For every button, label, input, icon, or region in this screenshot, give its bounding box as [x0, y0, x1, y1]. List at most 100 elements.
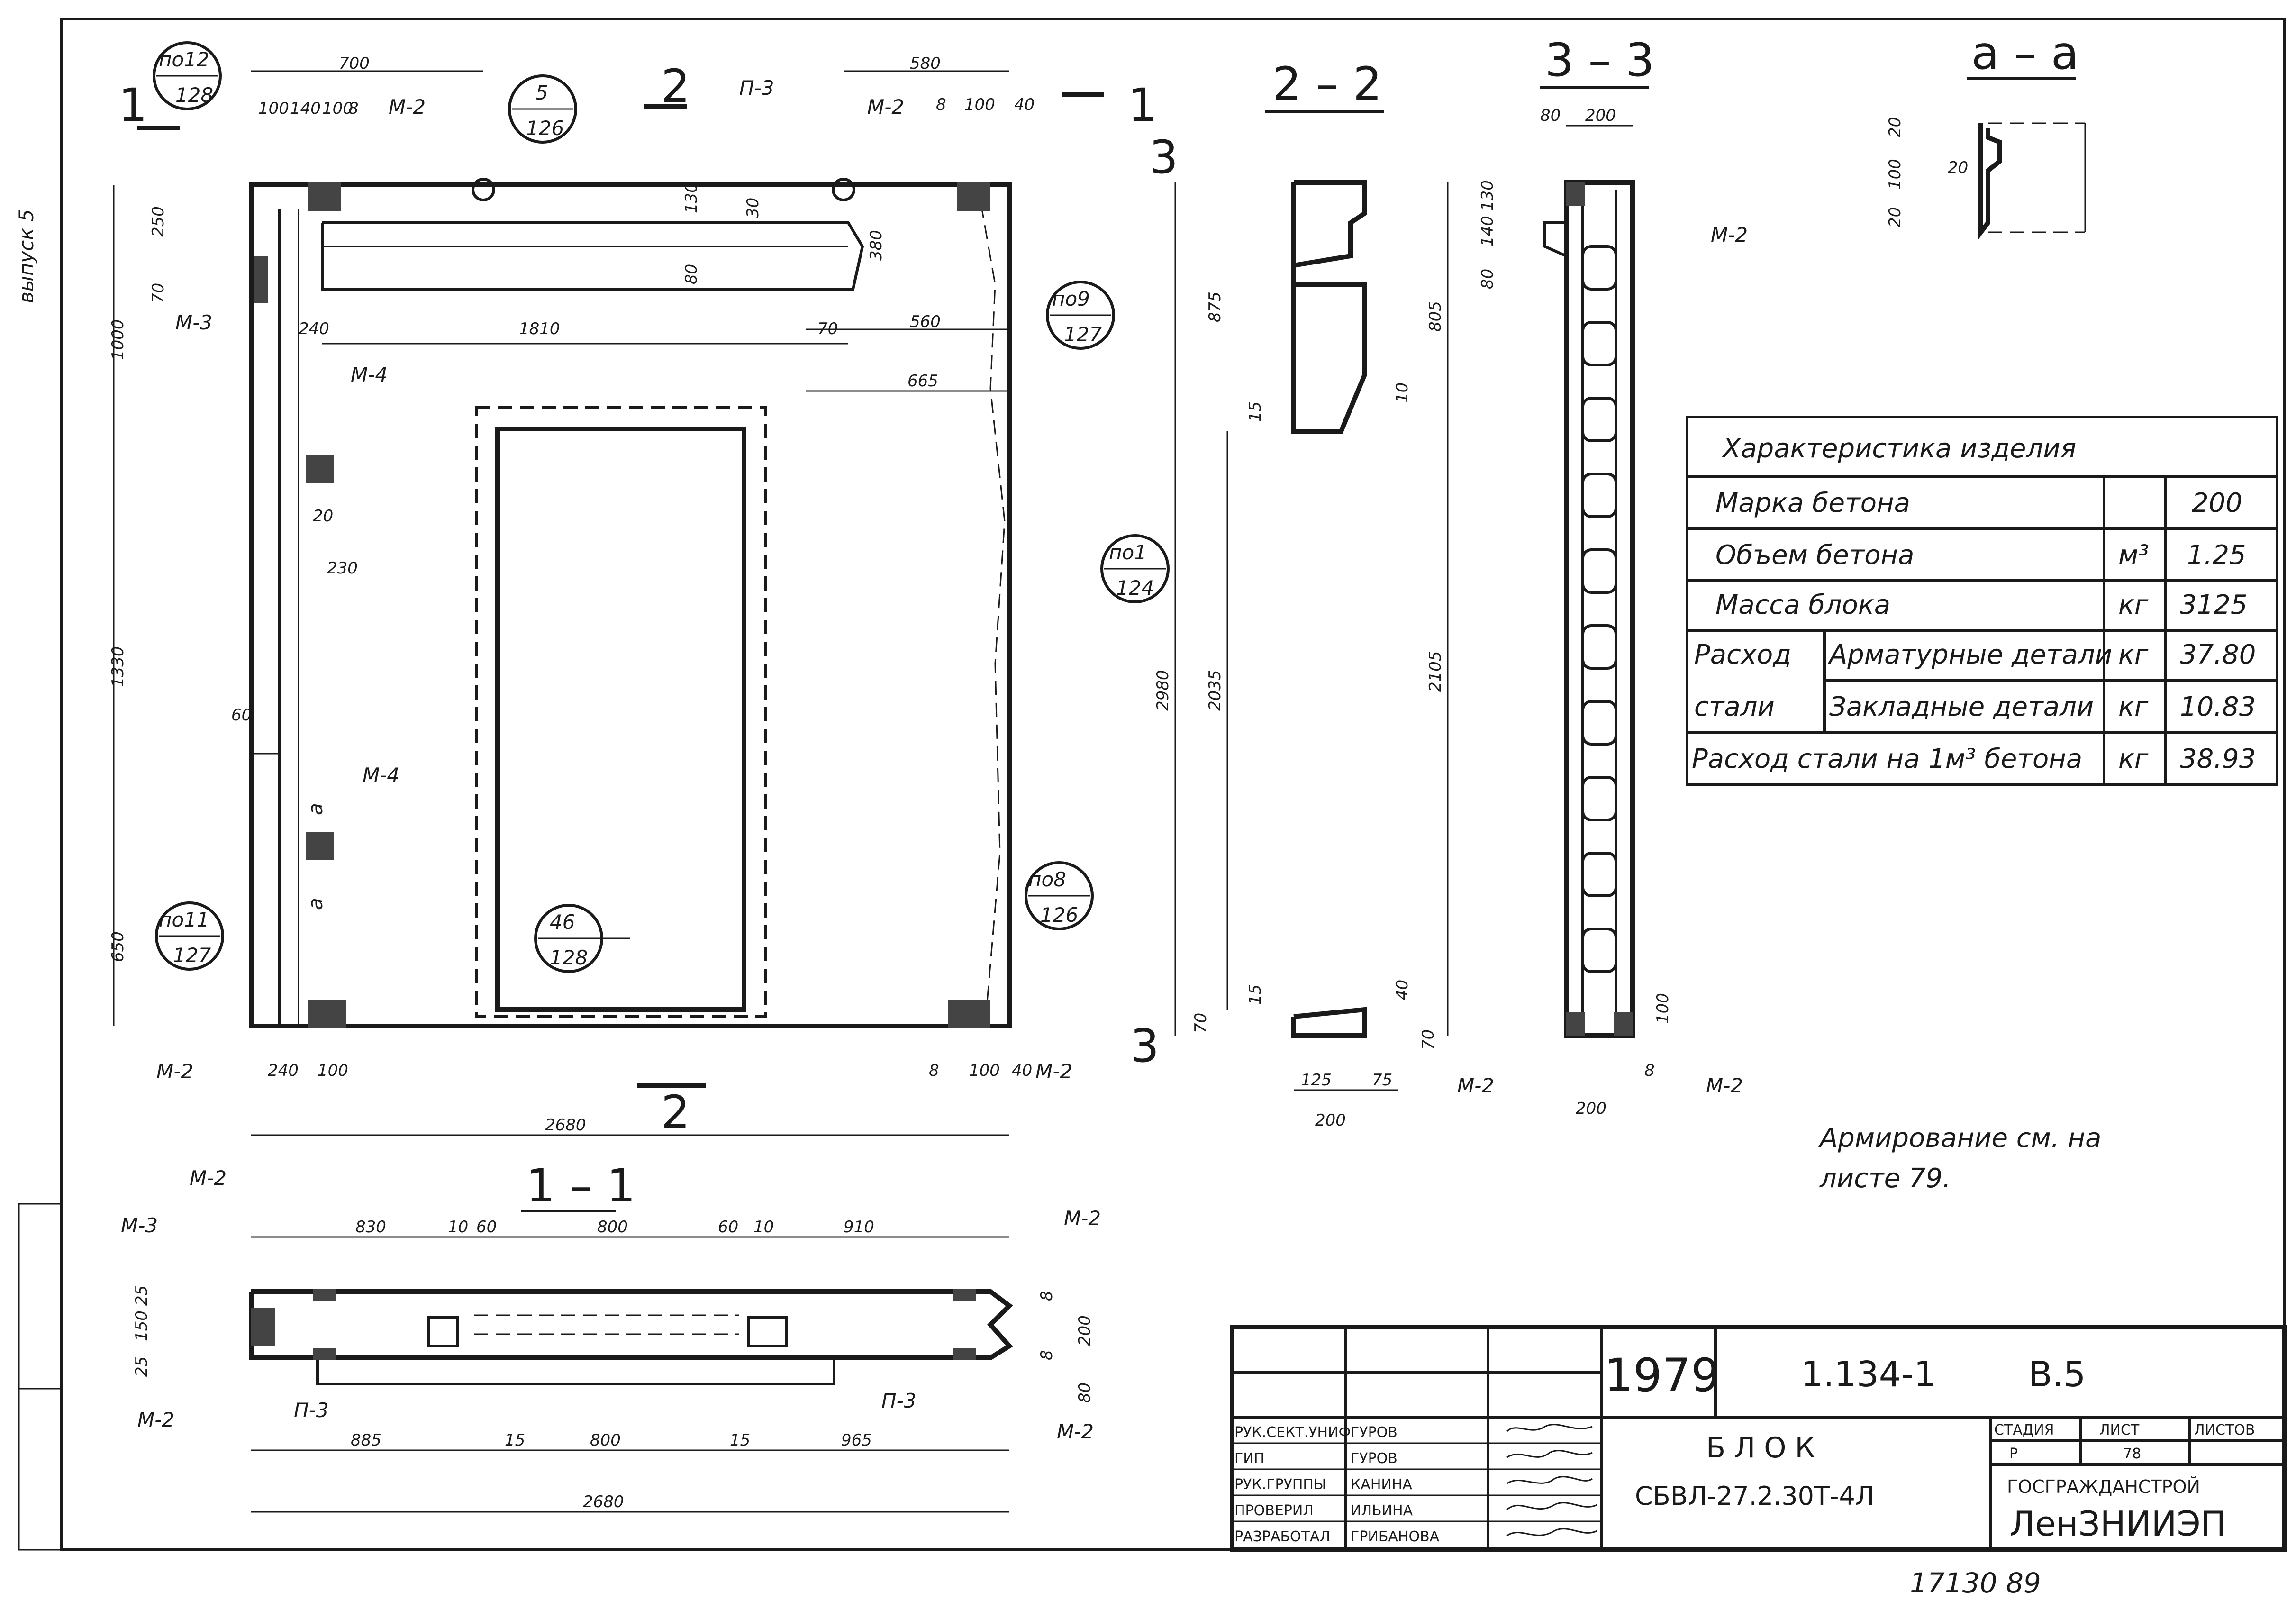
svg-text:по9: по9	[1052, 287, 1090, 310]
block-outline	[249, 182, 1012, 1028]
dim-2980: 2980	[1153, 670, 1172, 711]
svg-text:128: 128	[175, 83, 213, 107]
dim-40-a: 40	[1014, 95, 1035, 114]
label-m4-upper: М-4	[351, 363, 388, 386]
label-a-top: а	[304, 803, 327, 815]
dim-25-b: 25	[132, 1356, 151, 1377]
section-1-1-lintel	[316, 1356, 835, 1385]
dim-20-top: 20	[1886, 117, 1905, 137]
section-1-1-outline	[249, 1289, 1013, 1360]
label-p3-s1-left: П-3	[294, 1399, 328, 1422]
dim-80: 80	[1075, 1383, 1094, 1403]
svg-text:по12: по12	[159, 48, 209, 71]
embed-m4-upper	[306, 455, 334, 483]
spec-row-label-2: Объем бетона	[1715, 540, 1914, 571]
dim-10: 10	[1393, 382, 1412, 403]
joint-notch	[1543, 221, 1567, 257]
name-4: ИЛЬИНА	[1351, 1502, 1413, 1519]
name-3: КАНИНА	[1351, 1476, 1412, 1493]
svg-text:46: 46	[550, 910, 575, 934]
label-a-bottom: а	[304, 898, 327, 910]
embed-m2-s1-top-right	[953, 1289, 976, 1301]
label-m2-s1-bottom-right: М-2	[1057, 1420, 1094, 1443]
spec-table-border	[1686, 416, 2278, 786]
embed-m2-bottom-left	[308, 1000, 346, 1028]
title-sheets-header: ЛИСТОВ	[2194, 1422, 2255, 1438]
label-m4-lower: М-4	[363, 764, 399, 787]
lintel-recess	[321, 221, 864, 291]
svg-text:126: 126	[1040, 903, 1078, 927]
dim-8-c: 8	[929, 1061, 939, 1080]
dim-800-top: 800	[597, 1218, 628, 1237]
dim-80-a: 80	[682, 264, 701, 284]
spec-last-unit: кг	[2118, 744, 2149, 774]
dim-10-a: 10	[448, 1218, 468, 1237]
lift-loop-right	[832, 178, 855, 201]
label-m2-top-right: М-2	[867, 95, 904, 118]
spec-row-value-1: 200	[2192, 488, 2242, 518]
label-m2-3-3-bottom-right: М-2	[1706, 1074, 1743, 1097]
callout-no11: по11 127	[155, 901, 224, 971]
embed-p3-right	[747, 1316, 788, 1347]
dim-8-b: 8	[936, 95, 946, 114]
dim-1000: 1000	[109, 319, 127, 360]
dim-140: 140	[290, 99, 321, 118]
spec-row-label-3: Масса блока	[1715, 590, 1890, 620]
dim-700: 700	[339, 54, 370, 73]
dim-8-b: 8	[1037, 1350, 1056, 1360]
section-a-a-profile	[1978, 123, 2002, 239]
label-m2-top-left: М-2	[389, 95, 426, 118]
title-block-border	[1230, 1325, 2287, 1552]
sheet-frame: выпуск 5	[15, 18, 2286, 1551]
dim-70-a: 70	[1191, 1013, 1210, 1033]
dim-100-a: 100	[258, 99, 289, 118]
rib-pattern	[1581, 245, 1617, 973]
dim-80-side: 80	[1478, 269, 1497, 289]
callout-46: 46 128	[534, 904, 630, 973]
embed-m2-top-left	[308, 182, 341, 211]
dim-75: 75	[1372, 1071, 1392, 1090]
title-block: 1979 1.134-1 В.5 БЛОК СБВЛ-27.2.30Т-4Л С…	[1230, 1325, 2287, 1552]
dim-200: 200	[1315, 1111, 1346, 1130]
svg-text:127: 127	[173, 944, 211, 967]
name-1: ГУРОВ	[1351, 1424, 1398, 1441]
dim-25-a: 25	[132, 1285, 151, 1306]
dim-80: 80	[1540, 106, 1561, 125]
dim-70-a: 70	[149, 283, 168, 303]
section-2-2-bottom-profile	[1291, 1007, 1367, 1038]
dim-580: 580	[910, 54, 941, 73]
dim-15-a: 15	[1246, 401, 1265, 422]
dim-230: 230	[327, 559, 358, 578]
spec-steel-value-1: 37.80	[2180, 639, 2256, 670]
dim-130: 130	[682, 182, 701, 213]
spec-table-title: Характеристика изделия	[1721, 433, 2076, 464]
dim-70-b: 70	[1419, 1029, 1438, 1050]
label-m2-s1-bottom-left: М-2	[137, 1408, 174, 1431]
spec-steel-label-2: Закладные детали	[1829, 691, 2094, 722]
dim-830: 830	[355, 1218, 386, 1237]
spec-row-unit-3: кг	[2118, 590, 2149, 620]
role-1: РУК.СЕКТ.УНИФ	[1234, 1424, 1351, 1441]
svg-text:5: 5	[535, 81, 548, 104]
svg-text:по1: по1	[1109, 541, 1147, 564]
dim-100-d: 100	[318, 1061, 348, 1080]
embed-m2-s1-top-left	[313, 1289, 336, 1301]
spec-last-value: 38.93	[2180, 744, 2256, 774]
dim-240-b: 240	[268, 1061, 299, 1080]
embed-m4-lower	[306, 832, 334, 860]
embed-m2-bottom-left	[1566, 1012, 1585, 1036]
section-a-a: а – а 20 100 20 20	[1886, 27, 2086, 239]
dim-130: 130	[1478, 180, 1497, 211]
spec-steel-unit-2: кг	[2118, 691, 2149, 722]
dim-2680: 2680	[583, 1492, 624, 1511]
section-mark-1-right: 1	[1128, 79, 1157, 132]
dim-100: 100	[1886, 159, 1905, 190]
title-org1: ГОСГРАЖДАНСТРОЙ	[2007, 1476, 2200, 1497]
spec-steel-label-1: Арматурные детали	[1828, 639, 2112, 670]
embed-m2-bottom-right	[948, 1000, 990, 1028]
dim-20-inner: 20	[1948, 158, 1968, 177]
label-m3: М-3	[175, 311, 212, 334]
label-m2-bottom-left: М-2	[156, 1060, 193, 1083]
